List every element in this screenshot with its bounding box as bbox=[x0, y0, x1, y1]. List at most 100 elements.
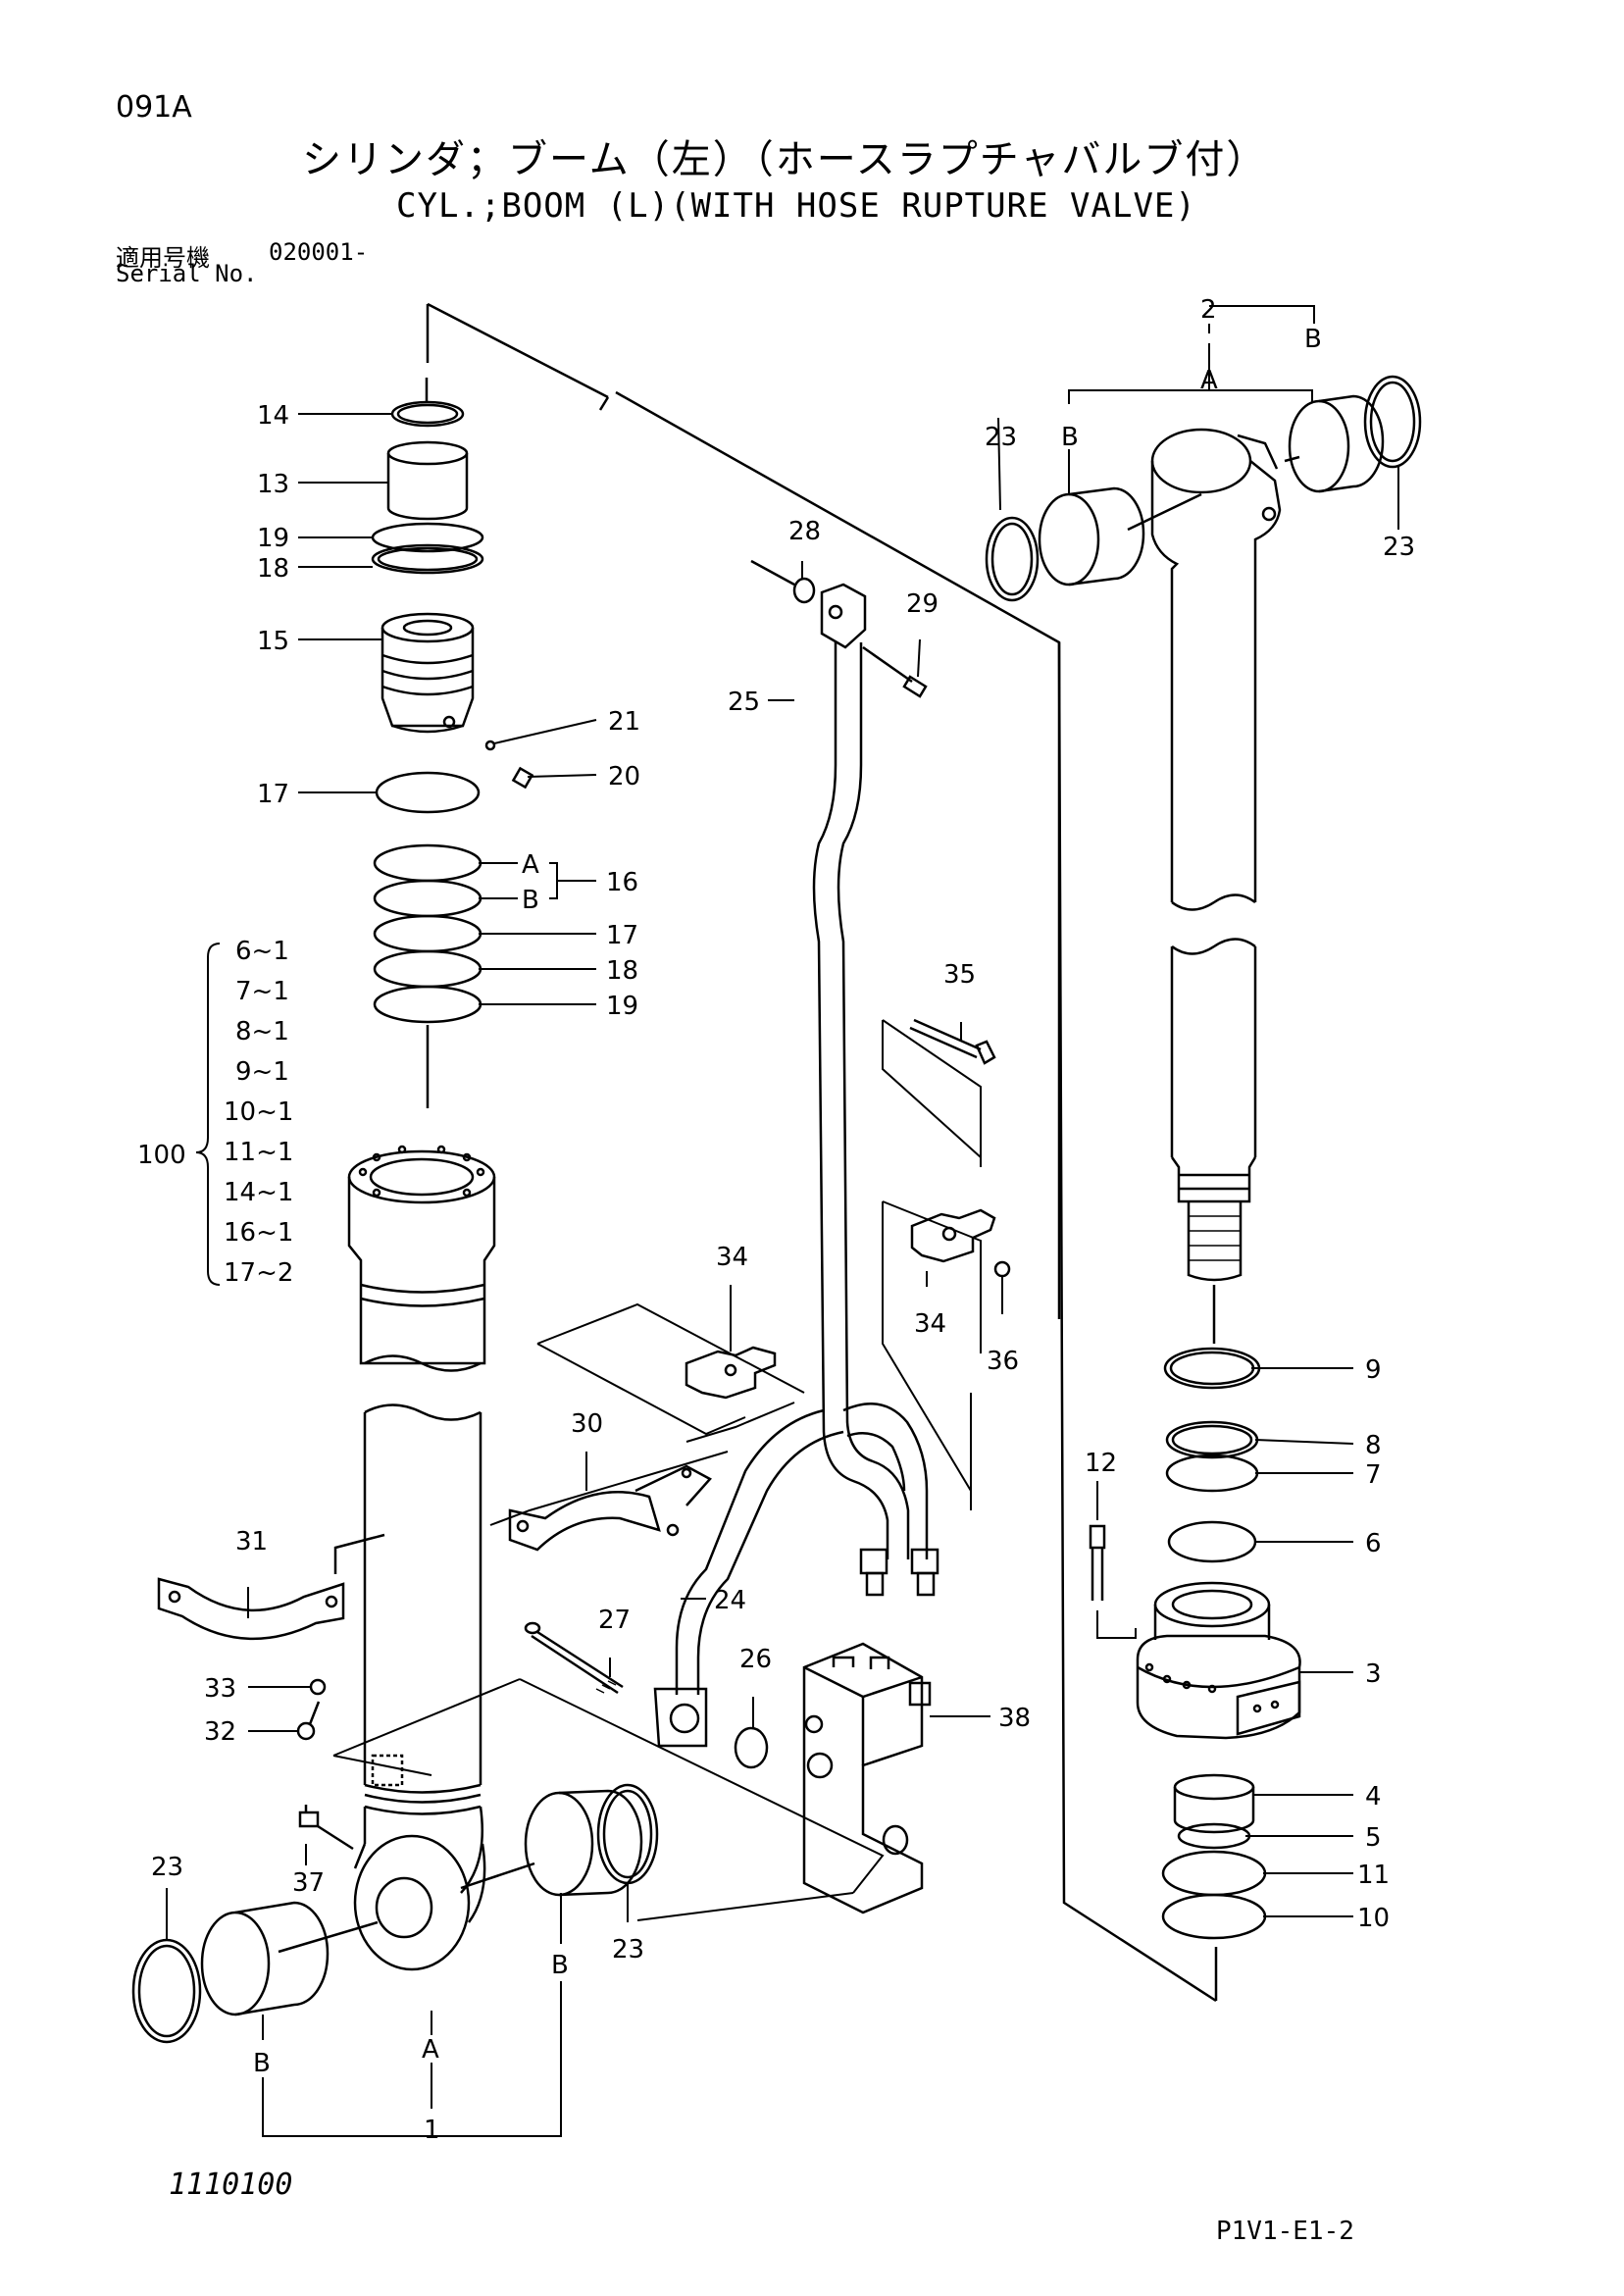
kit-item-11: 11~1 bbox=[224, 1138, 293, 1167]
callout-9: 9 bbox=[1365, 1355, 1382, 1385]
page-code: 091A bbox=[116, 90, 192, 125]
callout-27: 27 bbox=[598, 1606, 631, 1635]
callout-11: 11 bbox=[1357, 1861, 1390, 1890]
callout-4: 4 bbox=[1365, 1782, 1382, 1811]
kit-item-14: 14~1 bbox=[224, 1178, 293, 1207]
part-37-grease-fitting bbox=[298, 1805, 354, 1851]
callout-35: 35 bbox=[943, 960, 976, 990]
callout-1: 1 bbox=[424, 2116, 440, 2145]
callout-2: 2 bbox=[1200, 295, 1217, 325]
callout-5: 5 bbox=[1365, 1823, 1382, 1853]
callout-1-a: A bbox=[422, 2035, 439, 2065]
part-16-17-18-19-seal-rings bbox=[373, 843, 482, 1024]
callout-17-mid: 17 bbox=[606, 921, 638, 950]
callout-20: 20 bbox=[608, 762, 640, 791]
part-23-b-rod-left bbox=[985, 486, 1145, 602]
part-b-23-right-bushing-ring bbox=[460, 1783, 659, 1897]
title-japanese: シリンダ；ブーム（左）（ホースラプチャバルブ付） bbox=[302, 137, 1268, 182]
part-30-clamp bbox=[508, 1464, 712, 1552]
kit-item-7: 7~1 bbox=[235, 977, 289, 1006]
part-29-bolt bbox=[862, 645, 928, 698]
callout-32: 32 bbox=[204, 1717, 236, 1747]
callout-34-center: 34 bbox=[716, 1243, 748, 1272]
kit-item-10: 10~1 bbox=[224, 1097, 293, 1127]
assembly-frame-lines bbox=[425, 302, 1218, 2003]
callout-38: 38 bbox=[998, 1704, 1031, 1733]
callout-23-left: 23 bbox=[151, 1853, 183, 1882]
part-34-clamp-half-upper bbox=[910, 1208, 996, 1263]
part-24-pipe bbox=[653, 1403, 939, 1748]
part-25-pipe bbox=[812, 583, 910, 1597]
part-12-bolt bbox=[1089, 1524, 1137, 1639]
serial-label-english: Serial No. bbox=[116, 260, 258, 287]
part-13-bushing bbox=[386, 440, 469, 521]
callout-2-b-left: B bbox=[1061, 423, 1079, 452]
part-38-hose-rupture-valve bbox=[802, 1642, 932, 1914]
part-31-clamp bbox=[157, 1533, 385, 1641]
part-21-20-small-parts bbox=[484, 740, 534, 790]
callout-6: 6 bbox=[1365, 1529, 1382, 1558]
part-5-ring bbox=[1177, 1822, 1251, 1850]
serial-number-value: 020001- bbox=[269, 238, 369, 266]
kit-item-16: 16~1 bbox=[224, 1218, 293, 1248]
callout-12: 12 bbox=[1085, 1449, 1117, 1478]
callout-18-top: 18 bbox=[257, 554, 289, 584]
part-15-cylinder-head bbox=[381, 612, 475, 734]
part-26-o-ring bbox=[734, 1726, 769, 1769]
part-b-23-rod-right bbox=[1284, 375, 1422, 493]
callout-33: 33 bbox=[204, 1674, 236, 1704]
kit-item-17: 17~2 bbox=[224, 1258, 293, 1288]
callout-23-rod-right: 23 bbox=[1383, 533, 1415, 562]
callout-16-b: B bbox=[522, 886, 539, 915]
part-35-bolt bbox=[909, 1018, 996, 1065]
callout-2-a: A bbox=[1200, 366, 1218, 395]
part-27-bolt bbox=[524, 1621, 624, 1695]
part-10-ring bbox=[1161, 1893, 1267, 1940]
callout-8: 8 bbox=[1365, 1431, 1382, 1460]
callout-17-top: 17 bbox=[257, 780, 289, 809]
part-14-ring bbox=[390, 400, 465, 428]
callout-7: 7 bbox=[1365, 1460, 1382, 1490]
callout-30: 30 bbox=[571, 1409, 603, 1439]
part-8-7-rings bbox=[1165, 1420, 1259, 1493]
kit-item-9: 9~1 bbox=[235, 1057, 289, 1087]
callout-14: 14 bbox=[257, 401, 289, 431]
callout-24: 24 bbox=[714, 1586, 746, 1615]
part-6-ring bbox=[1167, 1520, 1257, 1563]
callout-28: 28 bbox=[788, 517, 821, 546]
part-11-ring bbox=[1161, 1850, 1267, 1897]
callout-25: 25 bbox=[728, 688, 760, 717]
part-1-piston bbox=[347, 1145, 496, 1372]
callout-29: 29 bbox=[906, 589, 939, 619]
kit-item-6: 6~1 bbox=[235, 937, 289, 966]
sheet-reference: P1V1-E1-2 bbox=[1216, 2217, 1354, 2246]
part-32-bolt bbox=[296, 1701, 321, 1741]
callout-16-a: A bbox=[522, 850, 539, 880]
callout-19-mid: 19 bbox=[606, 992, 638, 1021]
part-28-o-ring bbox=[750, 559, 816, 604]
callout-37: 37 bbox=[292, 1868, 325, 1898]
callout-10: 10 bbox=[1357, 1904, 1390, 1933]
callout-1-b-left: B bbox=[253, 2049, 271, 2078]
callout-13: 13 bbox=[257, 470, 289, 499]
callout-31: 31 bbox=[235, 1527, 268, 1556]
callout-36: 36 bbox=[987, 1347, 1019, 1376]
drawing-number: 1110100 bbox=[169, 2168, 293, 2202]
part-34-clamp-half-lower bbox=[685, 1346, 777, 1400]
part-9-ring bbox=[1163, 1347, 1261, 1390]
part-23-b-left-bushing-ring bbox=[131, 1901, 379, 2044]
callout-2-b-right: B bbox=[1304, 325, 1322, 354]
mounting-plane-lines bbox=[332, 1019, 982, 1921]
title-english: CYL.;BOOM (L)(WITH HOSE RUPTURE VALVE) bbox=[396, 186, 1196, 226]
part-4-bushing bbox=[1173, 1773, 1255, 1834]
callout-labels: 14 13 19 18 15 21 20 17 A B 16 17 18 19 … bbox=[137, 295, 1415, 2145]
leader-lines bbox=[166, 305, 1399, 2137]
callout-21: 21 bbox=[608, 707, 640, 737]
callout-15: 15 bbox=[257, 627, 289, 656]
callout-26: 26 bbox=[739, 1645, 772, 1674]
part-2-piston-rod bbox=[1127, 428, 1282, 1344]
part-17-o-ring bbox=[375, 771, 481, 814]
kit-label-100: 100 bbox=[137, 1141, 186, 1170]
